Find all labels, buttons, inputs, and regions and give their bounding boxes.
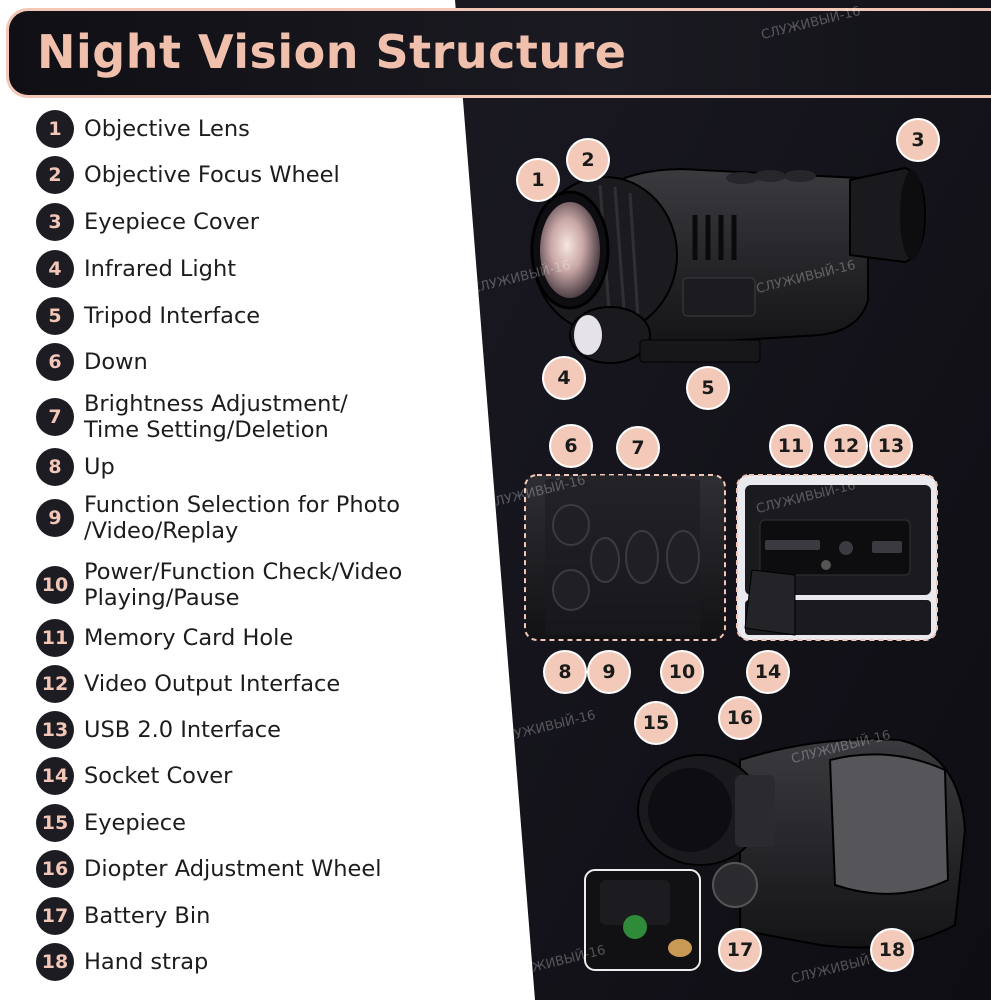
callout-marker: 15 [636, 703, 676, 743]
callout-marker: 1 [518, 160, 558, 200]
callout-marker: 5 [688, 368, 728, 408]
number-badge: 11 [36, 619, 74, 657]
callout-marker: 16 [720, 698, 760, 738]
legend-item: 7 Brightness Adjustment/ Time Setting/De… [36, 391, 348, 443]
callout-marker: 2 [568, 140, 608, 180]
legend-item: 11 Memory Card Hole [36, 619, 293, 657]
callout-marker: 9 [589, 652, 629, 692]
number-badge: 15 [36, 804, 74, 842]
legend-label: Down [84, 349, 148, 375]
callout-marker: 17 [720, 930, 760, 970]
button-panel-closeup [524, 474, 726, 641]
port-panel-closeup [736, 474, 938, 641]
number-badge: 18 [36, 943, 74, 981]
number-badge: 12 [36, 665, 74, 703]
number-badge: 10 [36, 566, 74, 604]
number-badge: 4 [36, 250, 74, 288]
legend-label: Up [84, 454, 115, 480]
number-badge: 1 [36, 110, 74, 148]
monocular-side-view [530, 166, 927, 364]
legend-item: 13 USB 2.0 Interface [36, 711, 281, 749]
number-badge: 13 [36, 711, 74, 749]
legend-label: Eyepiece Cover [84, 209, 260, 235]
legend-item: 10 Power/Function Check/Video Playing/Pa… [36, 559, 402, 611]
legend-label: Tripod Interface [84, 303, 261, 329]
legend-label: Video Output Interface [84, 671, 341, 697]
legend-item: 3 Eyepiece Cover [36, 203, 259, 241]
callout-marker: 11 [771, 426, 811, 466]
callout-marker: 10 [662, 652, 702, 692]
legend-item: 16 Diopter Adjustment Wheel [36, 850, 381, 888]
legend-label: Memory Card Hole [84, 625, 294, 651]
callout-marker: 4 [544, 358, 584, 398]
legend-label: Battery Bin [84, 903, 211, 929]
number-badge: 16 [36, 850, 74, 888]
number-badge: 3 [36, 203, 74, 241]
callout-marker: 8 [545, 652, 585, 692]
legend-item: 6 Down [36, 343, 148, 381]
legend-item: 5 Tripod Interface [36, 297, 260, 335]
callout-marker: 13 [871, 426, 911, 466]
legend-label: Infrared Light [84, 256, 237, 282]
legend-item: 14 Socket Cover [36, 757, 232, 795]
legend-item: 17 Battery Bin [36, 897, 210, 935]
legend-label: Socket Cover [84, 763, 233, 789]
legend-label: Objective Focus Wheel [84, 162, 340, 188]
legend-item: 12 Video Output Interface [36, 665, 340, 703]
legend-label: Power/Function Check/Video Playing/Pause [84, 559, 403, 611]
legend-item: 8 Up [36, 448, 115, 486]
legend-item: 15 Eyepiece [36, 804, 186, 842]
number-badge: 14 [36, 757, 74, 795]
number-badge: 17 [36, 897, 74, 935]
callout-marker: 12 [826, 426, 866, 466]
legend-label: USB 2.0 Interface [84, 717, 282, 743]
number-badge: 2 [36, 156, 74, 194]
callout-marker: 18 [872, 930, 912, 970]
callout-marker: 14 [748, 652, 788, 692]
legend-label: Objective Lens [84, 116, 250, 142]
callout-marker: 7 [618, 428, 658, 468]
number-badge: 9 [36, 499, 74, 537]
legend-label: Brightness Adjustment/ Time Setting/Dele… [84, 391, 348, 443]
number-badge: 6 [36, 343, 74, 381]
number-badge: 8 [36, 448, 74, 486]
callout-marker: 6 [551, 426, 591, 466]
legend-item: 18 Hand strap [36, 943, 208, 981]
number-badge: 7 [36, 398, 74, 436]
legend-item: 2 Objective Focus Wheel [36, 156, 340, 194]
number-badge: 5 [36, 297, 74, 335]
legend-item: 4 Infrared Light [36, 250, 236, 288]
legend-label: Function Selection for Photo /Video/Repl… [84, 492, 400, 544]
legend-label: Diopter Adjustment Wheel [84, 856, 382, 882]
title-bar: Night Vision Structure [6, 8, 991, 98]
legend-item: 9 Function Selection for Photo /Video/Re… [36, 492, 400, 544]
legend-label: Eyepiece [84, 810, 186, 836]
page-title: Night Vision Structure [37, 25, 627, 79]
legend-item: 1 Objective Lens [36, 110, 250, 148]
legend-label: Hand strap [84, 949, 209, 975]
monocular-rear-view [584, 738, 967, 971]
callout-marker: 3 [898, 120, 938, 160]
